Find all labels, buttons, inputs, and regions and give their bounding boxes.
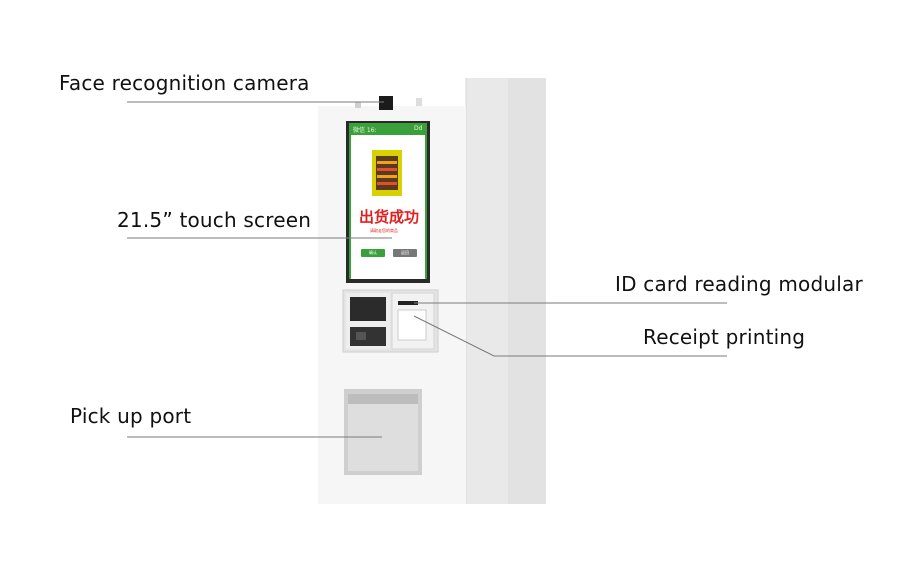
- leader-receipt: [413, 315, 727, 357]
- camera-sensor-right: [416, 98, 422, 106]
- touch-screen-green-frame-left: [349, 135, 351, 279]
- screen-machine-shelf-1: [377, 161, 397, 164]
- pickup-port-inner: [348, 394, 418, 471]
- screen-back-button: 返回: [393, 249, 417, 257]
- screen-success-title: 出货成功: [359, 208, 420, 226]
- camera-sensor-left: [355, 102, 361, 108]
- screen-machine-window: [376, 156, 398, 190]
- receipt-paper-outlet: [397, 309, 427, 341]
- screen-status-right: Dd: [414, 125, 423, 132]
- card-slot-lower-inner: [356, 332, 366, 340]
- screen-machine-shelf-2: [377, 168, 397, 171]
- label-receipt-printing: Receipt printing: [643, 325, 806, 349]
- face-camera-lens: [379, 96, 393, 110]
- id-card-reader: [350, 297, 386, 321]
- screen-status-left: 微信 16:: [353, 127, 377, 134]
- touch-screen-status-bar: [349, 123, 427, 135]
- label-pickup-port: Pick up port: [70, 404, 192, 428]
- label-touch-screen: 21.5” touch screen: [117, 208, 312, 232]
- kiosk-side-edge: [508, 78, 546, 504]
- screen-machine-shelf-3: [377, 175, 397, 178]
- label-face-camera: Face recognition camera: [59, 71, 310, 95]
- screen-machine-shelf-4: [377, 182, 397, 185]
- label-id-card-module: ID card reading modular: [615, 272, 863, 296]
- touch-screen-green-frame-right: [425, 135, 427, 279]
- screen-success-subtitle: 请取走您的商品: [370, 228, 398, 233]
- card-slot-lower: [350, 327, 386, 346]
- screen-confirm-button: 确认: [361, 249, 385, 257]
- pickup-port-shadow: [348, 394, 418, 404]
- id-card-slot: [398, 301, 418, 305]
